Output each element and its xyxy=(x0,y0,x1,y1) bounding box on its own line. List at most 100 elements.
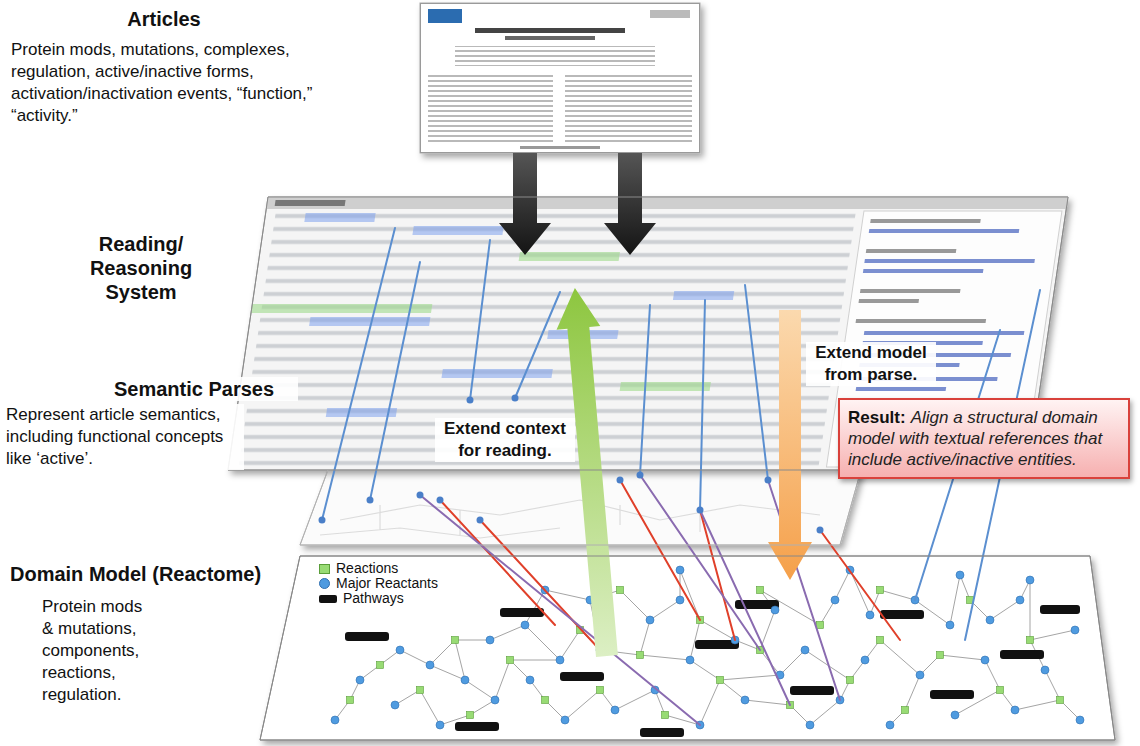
reactant-circles-part xyxy=(676,596,684,604)
legend: ReactionsMajor ReactantsPathways xyxy=(316,560,441,607)
text-highlights-part xyxy=(441,369,552,378)
parse-dots-part xyxy=(697,507,704,514)
side-panel-lines-part xyxy=(856,319,987,323)
side-panel-lines-part xyxy=(863,269,984,273)
network-links-part xyxy=(430,600,1060,725)
network-links-part xyxy=(395,640,1080,725)
red-lines-part xyxy=(440,500,555,625)
reactant-circles-part xyxy=(486,636,494,644)
pathway-pills-part xyxy=(880,610,924,619)
reactant-circles-part xyxy=(866,611,874,619)
legend-swatch xyxy=(319,578,330,589)
reaction-squares-part xyxy=(757,587,764,594)
pathway-pills-part xyxy=(455,722,499,731)
article-page-part xyxy=(428,72,553,142)
text-highlights-part xyxy=(304,213,375,222)
layer-heading: Semantic Parses xyxy=(112,377,298,401)
layer-border xyxy=(300,470,861,545)
article-page xyxy=(420,3,700,153)
reactant-circles-part xyxy=(1041,666,1049,674)
blue-lines-part xyxy=(470,240,490,400)
network-links xyxy=(335,570,1080,725)
legend-row: Pathways xyxy=(319,591,438,606)
reaction-squares-part xyxy=(877,587,884,594)
reactant-circles-part xyxy=(1071,626,1079,634)
parse-dots-part xyxy=(319,517,326,524)
reaction-squares-part xyxy=(452,637,459,644)
reactant-circles-part xyxy=(646,616,654,624)
parse-dots xyxy=(319,395,824,534)
reactant-circles-part xyxy=(801,646,809,654)
red-lines-part xyxy=(820,530,900,640)
layer-border xyxy=(260,556,1115,740)
reaction-squares-part xyxy=(637,652,644,659)
reactant-circles-part xyxy=(676,566,684,574)
article-page-part xyxy=(505,36,595,40)
text-highlights-part xyxy=(412,226,503,235)
reactant-circles-part xyxy=(986,616,994,624)
parse-dots-part xyxy=(437,497,444,504)
side-panel-lines-part xyxy=(866,249,957,253)
screenshot-content-part xyxy=(275,200,346,206)
reaction-squares-part xyxy=(542,697,549,704)
pathway-pills-part xyxy=(1000,650,1044,659)
side-panel-lines-part xyxy=(869,229,1020,233)
article-page: ArticlesProtein mods, mutations, complex… xyxy=(420,3,700,153)
text-highlights-green-part xyxy=(620,382,711,391)
block-arrow xyxy=(499,153,551,255)
reactant-circles-part xyxy=(686,656,694,664)
red-lines-part xyxy=(480,520,600,650)
reactant-circles-part xyxy=(806,721,814,729)
purple-lines-part xyxy=(768,480,840,700)
legend-text: Pathways xyxy=(343,591,404,606)
pathway-pills-part xyxy=(640,728,684,737)
reactant-circles-part xyxy=(331,716,339,724)
reactant-circles-part xyxy=(561,716,569,724)
pathway-pills-part xyxy=(560,672,604,681)
reactant-circles-part xyxy=(741,696,749,704)
reactant-circles-part xyxy=(1076,716,1084,724)
pathway-pills-part xyxy=(1040,605,1080,614)
article-page-part xyxy=(428,9,462,23)
text-highlights-green-part xyxy=(251,304,432,313)
blue-lines-part xyxy=(745,285,768,480)
legend-row: Reactions xyxy=(319,561,438,576)
reaction-squares-part xyxy=(507,657,514,664)
reaction-squares-part xyxy=(817,622,824,629)
reactant-circles-part xyxy=(946,621,954,629)
text-highlights-part xyxy=(673,291,734,300)
reactant-circles-part xyxy=(831,596,839,604)
parse-dots-part xyxy=(512,395,519,402)
pathway-pills-part xyxy=(500,608,544,617)
reactant-circles-part xyxy=(861,656,869,664)
reactant-circles-part xyxy=(391,701,399,709)
layer-heading: Reading/ Reasoning System xyxy=(82,232,200,304)
parse-tree-lines xyxy=(320,500,820,538)
legend-swatch xyxy=(319,564,330,574)
reactant-circles-part xyxy=(436,721,444,729)
article-page-part xyxy=(565,72,692,142)
reaction-squares-part xyxy=(662,712,669,719)
text-highlights-green-part xyxy=(519,252,620,261)
reaction-squares-part xyxy=(717,677,724,684)
reactant-circles-part xyxy=(461,676,469,684)
reactant-circles-part xyxy=(611,706,619,714)
red-lines-part xyxy=(620,480,700,620)
reactant-circles-part xyxy=(916,671,924,679)
reactant-circles-part xyxy=(426,661,434,669)
layer-heading: Domain Model (Reactome) xyxy=(8,562,293,586)
article-page-part xyxy=(520,146,600,149)
layer-description: Protein mods, mutations, complexes, regu… xyxy=(9,39,349,127)
parse-dots-part xyxy=(637,472,644,479)
reactant-circles-part xyxy=(956,571,964,579)
legend-swatch xyxy=(319,595,337,603)
blue-lines-part xyxy=(700,300,705,510)
screenshot-content-part xyxy=(238,213,855,467)
reactant-circles-part xyxy=(951,711,959,719)
layer-description: Protein mods & mutations, components, re… xyxy=(40,596,152,706)
parse-dots-part xyxy=(765,477,772,484)
purple-lines-part xyxy=(640,475,760,650)
layer-description: Represent article semantics, including f… xyxy=(4,404,244,470)
reactant-circles-part xyxy=(1026,576,1034,584)
reaction-squares xyxy=(347,587,1064,719)
